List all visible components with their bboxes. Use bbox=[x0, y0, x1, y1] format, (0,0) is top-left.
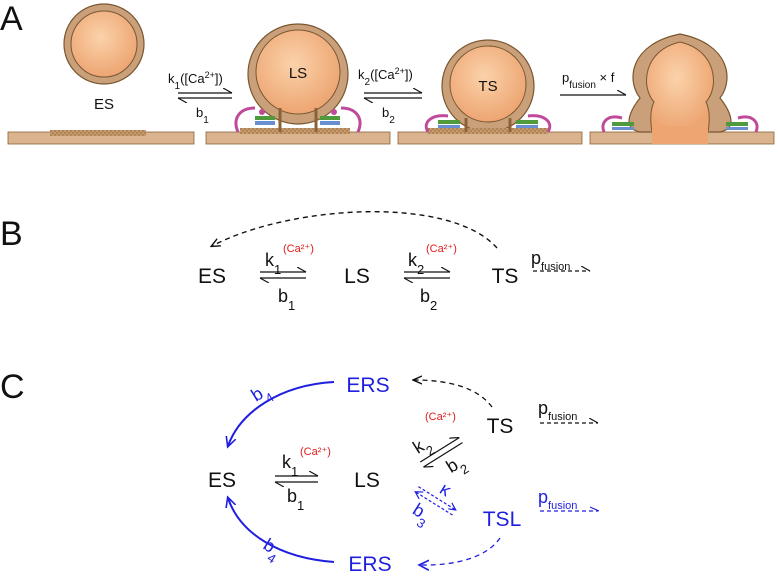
vesicle-label-ts: TS bbox=[478, 78, 497, 95]
vesicle-label-ls: LS bbox=[289, 65, 307, 82]
panel-letter-b: B bbox=[0, 215, 23, 253]
state-es-b: ES bbox=[198, 265, 226, 288]
svg-text:pfusion: pfusion bbox=[538, 398, 577, 423]
docking-site bbox=[50, 130, 146, 136]
recycle-arrow-bottom bbox=[420, 537, 501, 565]
recycle-arrow-top bbox=[414, 380, 493, 408]
svg-text:k1: k1 bbox=[282, 452, 298, 479]
transition-es-ls: k1([Ca2+]) b1 bbox=[168, 70, 232, 126]
vesicle-label-es: ES bbox=[94, 96, 114, 113]
arrow-ers-es-bottom bbox=[228, 498, 335, 563]
calcium-label-2: (Ca²⁺) bbox=[426, 243, 457, 255]
state-ers-bottom: ERS bbox=[348, 553, 391, 576]
transition-ts-fusion: pfusion × f bbox=[560, 70, 626, 96]
transition-ls-ts-c: k2 b2 bbox=[409, 432, 471, 477]
arrow-ers-es-top bbox=[228, 381, 335, 446]
svg-text:b3: b3 bbox=[406, 499, 435, 531]
calcium-label-3: (Ca²⁺) bbox=[300, 446, 331, 458]
snare-complex-ls bbox=[234, 106, 362, 134]
calcium-label-1: (Ca²⁺) bbox=[283, 243, 314, 255]
panel-letter-c: C bbox=[0, 368, 25, 406]
recycle-arrow-b bbox=[212, 211, 498, 249]
state-tsl-c: TSL bbox=[483, 508, 522, 531]
state-ls-c: LS bbox=[354, 469, 380, 492]
state-ers-top: ERS bbox=[346, 374, 389, 397]
snare-complex-ts bbox=[424, 114, 552, 134]
svg-text:b2: b2 bbox=[382, 105, 395, 126]
transition-ls-ts: k2([Ca2+]) b2 bbox=[358, 66, 422, 126]
svg-text:pfusion: pfusion bbox=[538, 487, 577, 512]
svg-text:b1: b1 bbox=[278, 286, 295, 313]
calcium-label-4: (Ca²⁺) bbox=[425, 411, 456, 423]
svg-text:pfusion × f: pfusion × f bbox=[562, 70, 615, 91]
svg-text:k2: k2 bbox=[408, 250, 424, 277]
svg-text:b2: b2 bbox=[420, 286, 437, 313]
svg-text:b4: b4 bbox=[248, 379, 277, 411]
panel-letter-a: A bbox=[0, 0, 23, 38]
state-ts-c: TS bbox=[487, 415, 514, 438]
state-es-c: ES bbox=[208, 469, 236, 492]
panel-a-illustration: ES LS TS bbox=[7, 3, 775, 145]
panel-c-scheme: ES LS TS TSL ERS ERS k1 (Ca²⁺) b1 k2 b2 … bbox=[208, 374, 600, 576]
svg-text:k1: k1 bbox=[265, 250, 281, 277]
panel-b-scheme: ES LS TS k1 (Ca²⁺) b1 k2 (Ca²⁺) b2 pfusi… bbox=[198, 211, 590, 313]
svg-text:k1([Ca2+]): k1([Ca2+]) bbox=[168, 70, 223, 92]
svg-text:κ: κ bbox=[436, 479, 455, 501]
svg-text:k2: k2 bbox=[409, 432, 437, 463]
state-ls-b: LS bbox=[344, 265, 370, 288]
state-ts-b: TS bbox=[492, 265, 519, 288]
svg-text:b1: b1 bbox=[287, 486, 304, 513]
svg-text:b1: b1 bbox=[196, 105, 209, 126]
transition-ls-tsl-c: κ b3 bbox=[406, 479, 457, 531]
vesicle-fusion bbox=[601, 33, 759, 144]
svg-text:pfusion: pfusion bbox=[531, 248, 570, 273]
svg-text:k2([Ca2+]): k2([Ca2+]) bbox=[358, 66, 413, 88]
